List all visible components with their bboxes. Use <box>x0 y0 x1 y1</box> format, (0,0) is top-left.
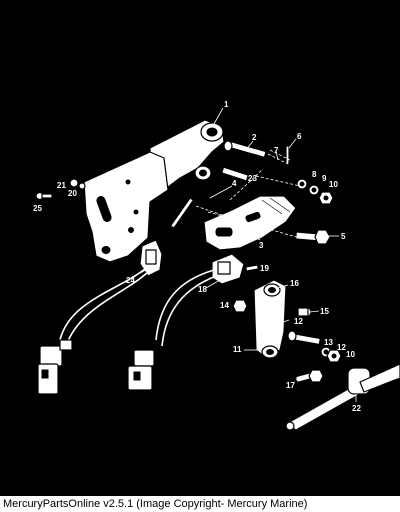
part-24-switch-harness <box>37 239 163 395</box>
callout-8: 8 <box>312 170 317 179</box>
part-6-pin <box>285 145 290 165</box>
part-15-bushing <box>297 306 312 318</box>
part-18-switch-harness <box>127 253 245 391</box>
part-1-bracket-arm <box>149 119 225 191</box>
part-22-cable <box>285 363 400 431</box>
callout-1: 1 <box>224 100 229 109</box>
callout-21: 21 <box>57 181 66 190</box>
callout-19: 19 <box>260 264 269 273</box>
callout-9: 9 <box>322 174 327 183</box>
callout-11: 11 <box>233 345 242 354</box>
part-4-rod <box>170 197 194 229</box>
parts-12-13-hardware <box>287 330 342 363</box>
callout-14: 14 <box>220 301 229 310</box>
callout-23: 23 <box>248 174 257 183</box>
callout-12: 12 <box>294 317 303 326</box>
part-17-bolt <box>294 369 324 384</box>
part-2-bolt <box>223 140 267 158</box>
callout-16: 16 <box>290 279 299 288</box>
callout-13: 13 <box>324 338 333 347</box>
copyright-footer: MercuryPartsOnline v2.5.1 (Image Copyrig… <box>0 496 400 512</box>
callout-2: 2 <box>252 133 257 142</box>
callout-10: 10 <box>329 180 338 189</box>
callout-20: 20 <box>68 189 77 198</box>
part-23-stud <box>221 166 249 182</box>
parts-diagram: 1 2 3 4 5 6 7 8 9 10 11 12 13 14 15 16 1… <box>33 100 400 431</box>
callout-24: 24 <box>126 276 135 285</box>
part-11-16-link <box>253 279 287 359</box>
main-side-plate <box>83 151 169 263</box>
callout-10b: 10 <box>346 350 355 359</box>
callout-3: 3 <box>259 241 264 250</box>
callout-labels: 1 2 3 4 5 6 7 8 9 10 11 12 13 14 15 16 1… <box>33 100 361 413</box>
parts-8-9-10-hardware <box>296 178 334 205</box>
part-3-link-bracket <box>203 195 297 251</box>
callout-22: 22 <box>352 404 361 413</box>
footer-text: MercuryPartsOnline v2.5.1 (Image Copyrig… <box>3 498 308 510</box>
callout-15: 15 <box>320 307 329 316</box>
callout-7: 7 <box>274 146 279 155</box>
part-5-bolt <box>295 229 331 245</box>
callout-25: 25 <box>33 204 42 213</box>
callout-18: 18 <box>198 285 207 294</box>
part-14-nut <box>232 299 248 313</box>
callout-4: 4 <box>232 179 237 188</box>
callout-12b: 12 <box>337 343 346 352</box>
assembly-lines <box>195 169 301 239</box>
callout-6: 6 <box>297 132 302 141</box>
parts-20-21-25-screws <box>35 178 86 201</box>
leader-lines <box>131 107 357 402</box>
callout-17: 17 <box>286 381 295 390</box>
callout-5: 5 <box>341 232 346 241</box>
